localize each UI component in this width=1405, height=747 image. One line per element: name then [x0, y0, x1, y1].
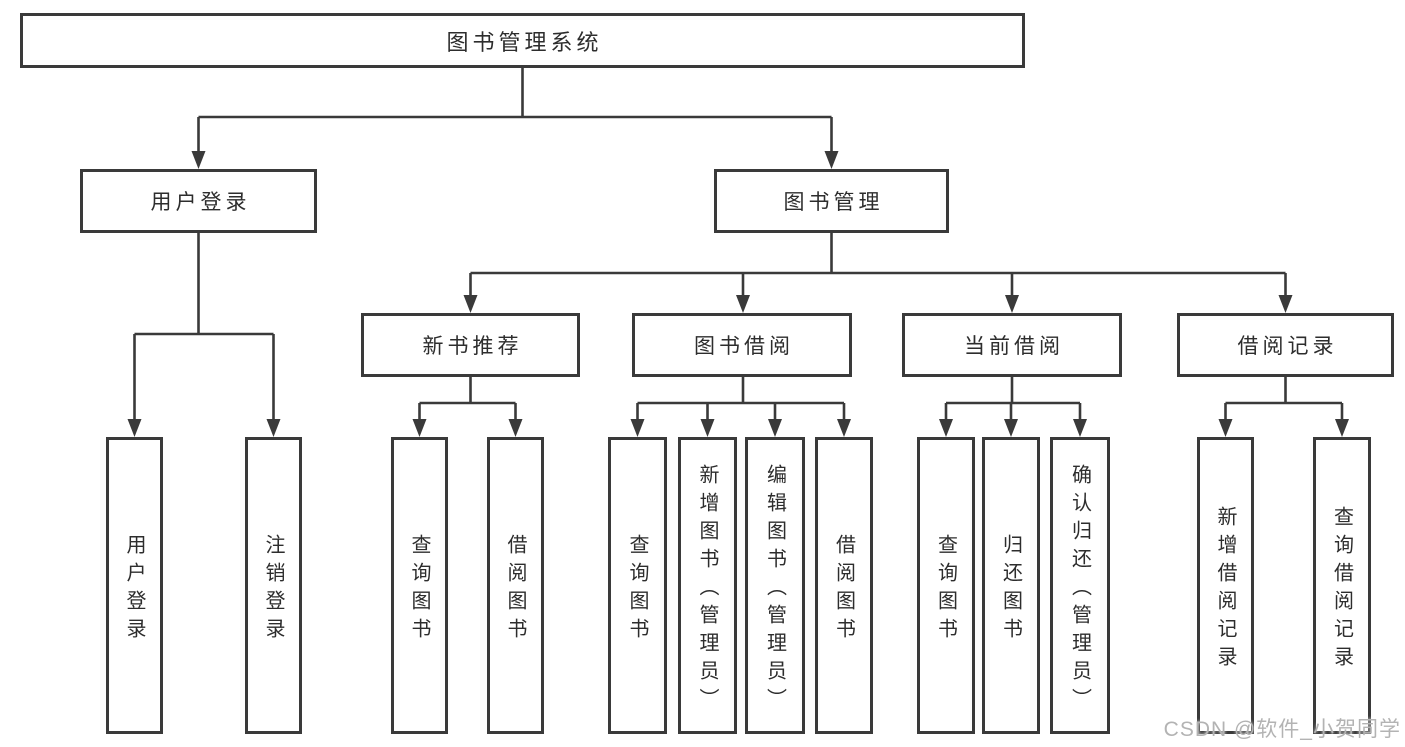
leaf-borrow-edit-books-admin: 编辑图书（管理员）	[745, 437, 805, 734]
leaf-user-login: 用户登录	[106, 437, 163, 734]
node-label: 新书推荐	[422, 335, 523, 358]
node-label: 用户登录	[150, 191, 251, 214]
node-label: 借阅图书	[832, 533, 855, 646]
node-label: 查询借阅记录	[1330, 505, 1353, 674]
node-label: 查询图书	[626, 533, 648, 646]
leaf-current-query-books: 查询图书	[917, 437, 975, 734]
leaf-current-confirm-return-admin: 确认归还（管理员）	[1050, 437, 1110, 734]
leaf-borrow-add-books-admin: 新增图书（管理员）	[678, 437, 737, 734]
node-label: 借阅图书	[504, 533, 526, 646]
node-label: 图书管理	[783, 191, 884, 214]
node-label: 归还图书	[999, 533, 1022, 646]
node-new-book-recommend: 新书推荐	[361, 313, 580, 377]
csdn-watermark: CSDN @软件_小贺同学	[1163, 718, 1401, 741]
node-label: 新增图书（管理员）	[696, 463, 718, 716]
node-label: 编辑图书（管理员）	[763, 463, 786, 716]
node-current-borrow: 当前借阅	[902, 313, 1122, 377]
node-label: 新增借阅记录	[1214, 505, 1236, 674]
leaf-recommend-query-books: 查询图书	[391, 437, 448, 734]
node-label: 查询图书	[408, 533, 430, 646]
node-book-borrow: 图书借阅	[632, 313, 852, 377]
node-label: 借阅记录	[1237, 335, 1338, 358]
node-book-management: 图书管理	[714, 169, 949, 233]
leaf-records-query-record: 查询借阅记录	[1313, 437, 1371, 734]
leaf-borrow-borrow-books: 借阅图书	[815, 437, 873, 734]
node-label: 查询图书	[934, 533, 957, 646]
leaf-recommend-borrow-books: 借阅图书	[487, 437, 544, 734]
node-root-library-system: 图书管理系统	[20, 13, 1025, 68]
leaf-borrow-query-books: 查询图书	[608, 437, 667, 734]
node-label: 图书借阅	[694, 335, 794, 358]
node-label: 图书管理系统	[446, 29, 603, 55]
node-label: 确认归还（管理员）	[1068, 463, 1091, 716]
leaf-logout: 注销登录	[245, 437, 302, 734]
node-label: 当前借阅	[964, 335, 1064, 358]
leaf-records-add-record: 新增借阅记录	[1197, 437, 1254, 734]
node-label: 注销登录	[262, 533, 284, 646]
node-borrow-records: 借阅记录	[1177, 313, 1394, 377]
node-user-login: 用户登录	[80, 169, 317, 233]
node-label: 用户登录	[123, 533, 145, 646]
leaf-current-return-books: 归还图书	[982, 437, 1040, 734]
